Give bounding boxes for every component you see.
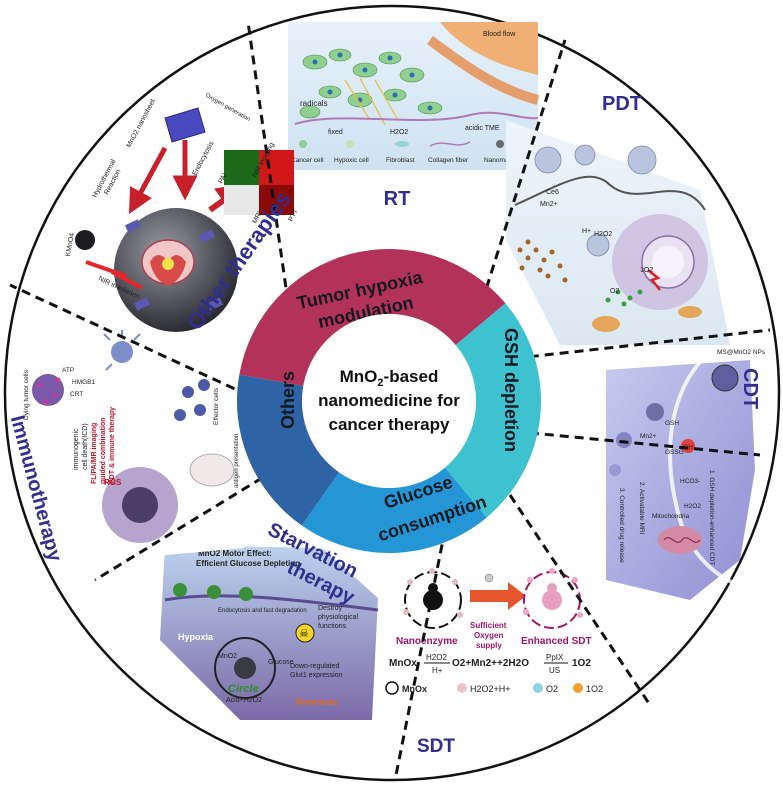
pdt-panel-illustration: Ce6 Mn2+ H+ H2O2 O2 1O2 bbox=[506, 120, 730, 345]
rt-legend-nanomaterial: Nanomaterial bbox=[484, 157, 523, 164]
starvation-destroy3-text: functions bbox=[318, 623, 347, 630]
cdt-step2-text: 2. Activatable MRI bbox=[638, 482, 645, 535]
starvation-down2-text: Glut1 expression bbox=[290, 672, 343, 679]
starvation-title1: MnO2 Motor Effect: bbox=[198, 549, 272, 558]
immuno-antigen-text: antigen presentation bbox=[234, 434, 240, 488]
label-sdt: SDT bbox=[417, 736, 455, 757]
immuno-crt-text: CRT bbox=[70, 391, 83, 398]
starvation-mno2-text: MnO2 bbox=[218, 653, 237, 660]
starvation-glucose-text: Glucose bbox=[268, 659, 294, 666]
ring-segment-others bbox=[237, 374, 340, 526]
ring-segment-glucose bbox=[301, 467, 487, 553]
sdt-eq-pplx: PpIX bbox=[546, 653, 564, 662]
cdt-mn2-text: Mn2+ bbox=[640, 433, 657, 440]
cdt-np-text: MS@MnO2 NPs bbox=[717, 349, 766, 356]
pdt-o2-text: O2 bbox=[610, 288, 619, 295]
rt-acidic-text: acidic TME bbox=[465, 125, 500, 132]
sdt-legend-singlet: 1O2 bbox=[586, 684, 603, 694]
immuno-ros-text: ROS bbox=[104, 478, 122, 487]
sdt-supply-text: supply bbox=[476, 641, 502, 650]
rt-legend-collagen: Collagen fiber bbox=[428, 157, 469, 164]
immuno-icd1-text: immunogenic bbox=[73, 428, 80, 470]
sdt-legend-h2o2: H2O2+H+ bbox=[470, 684, 511, 694]
sdt-legend-o2: O2 bbox=[546, 684, 558, 694]
sdt-eq-h2o2: H2O2 bbox=[426, 653, 447, 662]
center-disc bbox=[302, 314, 476, 488]
sdt-enhanced-text: Enhanced SDT bbox=[521, 636, 592, 647]
starvation-panel-illustration: MnO2 Motor Effect: Efficient Glucose Dep… bbox=[160, 545, 379, 720]
sdt-eq-h: H+ bbox=[432, 666, 443, 675]
rt-legend-cancer: Cancer cell bbox=[291, 157, 324, 164]
rt-blood-flow-text: Blood flow bbox=[483, 31, 516, 38]
cdt-gsh-text: GSH bbox=[665, 420, 679, 427]
skull-icon: ☠ bbox=[299, 627, 309, 640]
ring-others-line1: Others bbox=[278, 371, 298, 429]
rt-h2o2-text: H2O2 bbox=[390, 129, 408, 136]
rt-panel-illustration: radicals fixed H2O2 acidic TME Blood flo… bbox=[288, 22, 540, 170]
immuno-dc-text: Dying tumor cells bbox=[23, 369, 30, 420]
starvation-circle-text: Circle bbox=[228, 683, 259, 695]
immuno-flpm3-text: PDT & immune therapy bbox=[109, 407, 116, 484]
pdt-h-text: H+ bbox=[582, 228, 591, 235]
pdt-ce6-text: Ce6 bbox=[546, 189, 559, 196]
ring-label-gsh: GSH depletion bbox=[501, 328, 521, 452]
starvation-normoxia-text: Normoxia bbox=[296, 697, 339, 707]
center-ring bbox=[237, 249, 541, 553]
center-title-line1: MnO2-based bbox=[340, 367, 439, 389]
cdt-step1-text: 1. GSH depletion-enhanced CDT bbox=[708, 470, 715, 565]
cdt-gssg-text: GSSG bbox=[665, 449, 684, 456]
cdt-h2o2-text: H2O2 bbox=[684, 503, 701, 510]
immunotherapy-panel-illustration: ROS immunogenic cell death(ICD) FL/PA/MR… bbox=[23, 312, 244, 560]
immuno-effector-text: Effector cells bbox=[213, 387, 220, 425]
ring-label-others: Others bbox=[278, 371, 298, 429]
sdt-eq-o2: 1O2 bbox=[572, 658, 591, 669]
cdt-step3-text: 3. Controlled drug release bbox=[618, 488, 625, 563]
sdt-nanoenzyme-text: Nanoenzyme bbox=[396, 636, 458, 647]
starvation-destroy1-text: Destroy bbox=[318, 605, 343, 612]
label-cdt: CDT bbox=[739, 368, 761, 409]
sdt-eq-mid: O2+Mn2++2H2O bbox=[452, 658, 529, 669]
pdt-singlet-text: 1O2 bbox=[640, 267, 653, 274]
ring-segment-tumor bbox=[239, 249, 506, 386]
starvation-destroy2-text: physiological bbox=[318, 614, 359, 621]
other-kmno4-text: KMnO4 bbox=[65, 232, 76, 257]
immuno-flpm1-text: FL/PA/MR imaging bbox=[91, 423, 98, 484]
sdt-panel-illustration: Nanoenzyme Sufficient Oxygen supply Enha… bbox=[385, 568, 603, 695]
immuno-atp-text: ATP bbox=[62, 367, 74, 374]
starvation-acid-text: Acid+H2O2 bbox=[226, 697, 262, 704]
sdt-oxygen-text: Oxygen bbox=[474, 631, 503, 640]
sdt-eq-mnox: MnOx bbox=[389, 658, 417, 669]
starvation-endo-text: Endocytosis and fast degradation bbox=[218, 608, 307, 614]
cdt-mito-text: Mitochondria bbox=[652, 513, 690, 520]
starvation-hypoxia-text: Hypoxia bbox=[178, 632, 214, 642]
ring-gsh-line1: GSH depletion bbox=[501, 328, 521, 452]
immuno-icd2-text: cell death(ICD) bbox=[82, 423, 89, 470]
sdt-legend-mnox: MnOx bbox=[402, 684, 427, 694]
label-cdt-group: CDT bbox=[739, 368, 761, 409]
rt-legend-fibroblast: Fibroblast bbox=[386, 157, 415, 164]
sdt-sufficient-text: Sufficient bbox=[470, 621, 507, 630]
cdt-panel-illustration: MS@MnO2 NPs GSH GSSG Mn2+ HCO3- ·OH H2O2… bbox=[606, 349, 766, 600]
starvation-down1-text: Down-regulated bbox=[290, 663, 340, 670]
immuno-flpm2-text: guided combination bbox=[100, 418, 107, 485]
center-title-line3: cancer therapy bbox=[329, 415, 450, 434]
starvation-title2: Efficient Glucose Depleting bbox=[196, 559, 300, 568]
label-pdt: PDT bbox=[602, 93, 642, 115]
panel-dividers bbox=[9, 21, 771, 781]
pdt-mn-text: Mn2+ bbox=[540, 201, 558, 208]
ring-segment-gsh bbox=[444, 303, 541, 518]
rt-radicals-text: radicals bbox=[300, 99, 328, 108]
rt-legend-hypoxic: Hypoxic cell bbox=[334, 157, 369, 164]
label-rt: RT bbox=[384, 188, 411, 210]
sdt-eq-us: US bbox=[549, 666, 560, 675]
immuno-hmgb1-text: HMGB1 bbox=[72, 379, 96, 386]
rt-fixed-text: fixed bbox=[328, 129, 343, 136]
other-pai-text: PAI bbox=[218, 172, 229, 185]
pdt-h2o2-text: H2O2 bbox=[594, 231, 612, 238]
center-title-line2: nanomedicine for bbox=[318, 391, 460, 410]
cdt-hco3-text: HCO3- bbox=[680, 478, 700, 485]
